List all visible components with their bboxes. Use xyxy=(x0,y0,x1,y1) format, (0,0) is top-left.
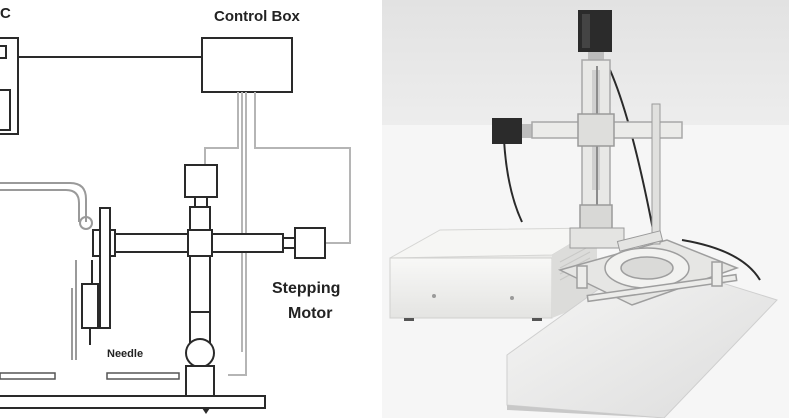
vertical-column xyxy=(189,206,211,346)
left-ear-bar xyxy=(0,372,56,380)
right-ear-bar xyxy=(106,372,180,380)
probe-holder xyxy=(569,227,664,252)
pc-label: C xyxy=(0,5,11,22)
pc-box xyxy=(0,37,19,135)
needle-label: Needle xyxy=(107,348,143,360)
device-illustration xyxy=(382,0,789,418)
arm-joint xyxy=(187,229,213,257)
vertical-motor-coupler xyxy=(194,196,208,208)
horizontal-motor xyxy=(294,227,326,259)
horizontal-motor-coupler xyxy=(282,237,296,249)
control-wires xyxy=(204,92,351,376)
base-plate xyxy=(0,395,266,409)
tubing xyxy=(0,182,93,360)
vertical-motor xyxy=(184,164,218,198)
ear-bar-frame xyxy=(557,239,740,306)
schematic-drawing: C Control Box xyxy=(0,5,351,414)
horizontal-arm-assembly xyxy=(492,103,683,245)
needle-holder xyxy=(81,207,111,345)
control-box xyxy=(201,37,293,93)
control-box-label: Control Box xyxy=(214,8,300,25)
schematic-panel: C Control Box xyxy=(0,0,382,418)
controller-box xyxy=(389,227,599,321)
base-mount xyxy=(185,365,215,397)
device-photo xyxy=(382,0,789,418)
ball-joint xyxy=(185,338,215,368)
horizontal-stepping-motor xyxy=(492,118,522,144)
base-foot xyxy=(202,408,210,414)
stepping-motor-label-2: Motor xyxy=(288,305,332,322)
stepping-motor-label-1: Stepping xyxy=(272,280,340,297)
